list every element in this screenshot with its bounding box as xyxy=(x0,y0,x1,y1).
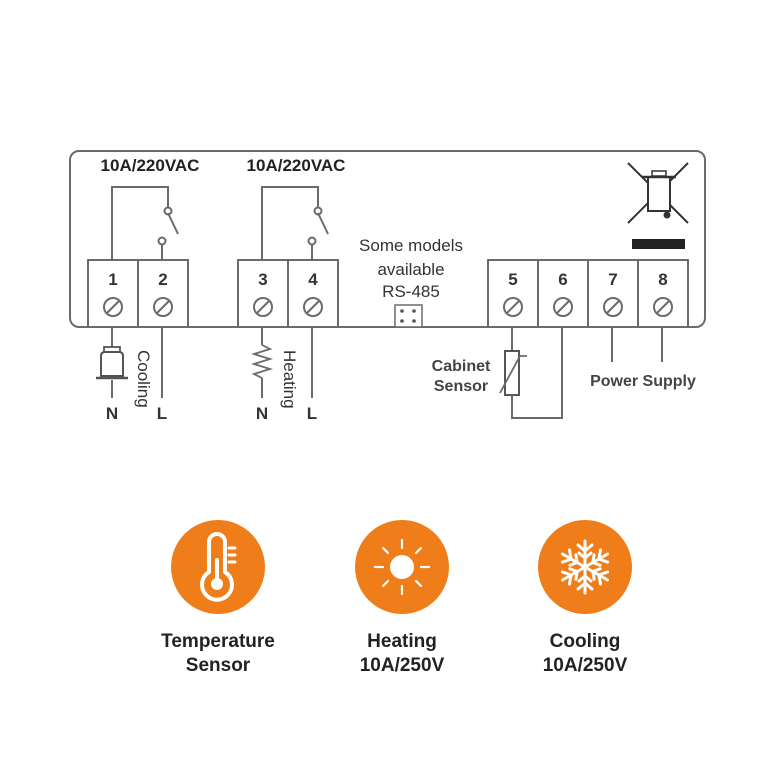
sensor-label-line2: Sensor xyxy=(434,378,488,395)
cooling-circuit xyxy=(96,327,163,398)
terminal-8: 8 xyxy=(637,259,689,328)
heating-label: Heating xyxy=(280,350,299,409)
heater-resistor-icon xyxy=(250,344,274,379)
feature-cooling-line1: Cooling xyxy=(549,631,621,652)
snowflake-icon xyxy=(538,520,632,614)
heating-relay-switch xyxy=(261,186,329,260)
rs485-note-line3: RS-485 xyxy=(382,282,440,301)
power-supply-wires xyxy=(611,327,663,362)
feature-row: Temperature Sensor xyxy=(0,520,776,720)
feature-heating-line2: 10A/250V xyxy=(359,655,445,676)
feature-temperature-sensor: Temperature Sensor xyxy=(128,520,308,678)
terminal-number: 3 xyxy=(258,270,267,289)
heating-circuit xyxy=(250,327,313,398)
terminal-number: 5 xyxy=(508,270,517,289)
cooling-l-label: L xyxy=(157,404,167,423)
terminal-2: 2 xyxy=(137,259,189,328)
rs485-note-line1: Some models xyxy=(359,236,463,255)
cooling-label: Cooling xyxy=(134,350,153,408)
terminal-5: 5 xyxy=(487,259,539,328)
terminal-blocks: 1 2 3 4 5 6 7 8 xyxy=(87,259,689,328)
feature-temperature-line2: Sensor xyxy=(185,655,251,676)
terminal-7: 7 xyxy=(587,259,639,328)
terminal-6: 6 xyxy=(537,259,589,328)
weee-crossed-bin-icon xyxy=(627,162,689,249)
terminal-number: 6 xyxy=(558,270,567,289)
feature-cooling-line2: 10A/250V xyxy=(542,655,628,676)
heating-n-label: N xyxy=(256,404,268,423)
sun-icon xyxy=(355,520,449,614)
compressor-icon xyxy=(96,346,128,380)
terminal-number: 1 xyxy=(108,270,117,289)
power-supply-label: Power Supply xyxy=(590,373,696,390)
terminal-4: 4 xyxy=(287,259,339,328)
terminal-3: 3 xyxy=(237,259,289,328)
cooling-relay-switch xyxy=(111,186,179,260)
terminal-number: 2 xyxy=(158,270,167,289)
feature-temperature-line1: Temperature xyxy=(161,631,275,652)
terminal-number: 8 xyxy=(658,270,667,289)
terminal-number: 4 xyxy=(308,270,318,289)
feature-heating: Heating 10A/250V xyxy=(312,520,492,678)
rs485-port-icon xyxy=(394,304,423,328)
feature-cooling: Cooling 10A/250V xyxy=(495,520,675,678)
relay-rating-right: 10A/220VAC xyxy=(247,156,346,175)
thermometer-icon xyxy=(171,520,265,614)
cabinet-sensor-circuit xyxy=(499,327,563,419)
sensor-label-line1: Cabinet xyxy=(432,358,491,375)
heating-l-label: L xyxy=(307,404,317,423)
thermistor-icon xyxy=(504,350,520,396)
rs485-note-line2: available xyxy=(377,260,444,279)
terminal-number: 7 xyxy=(608,270,617,289)
feature-heating-line1: Heating xyxy=(367,631,437,652)
cooling-n-label: N xyxy=(106,404,118,423)
terminal-1: 1 xyxy=(87,259,139,328)
relay-rating-left: 10A/220VAC xyxy=(101,156,200,175)
